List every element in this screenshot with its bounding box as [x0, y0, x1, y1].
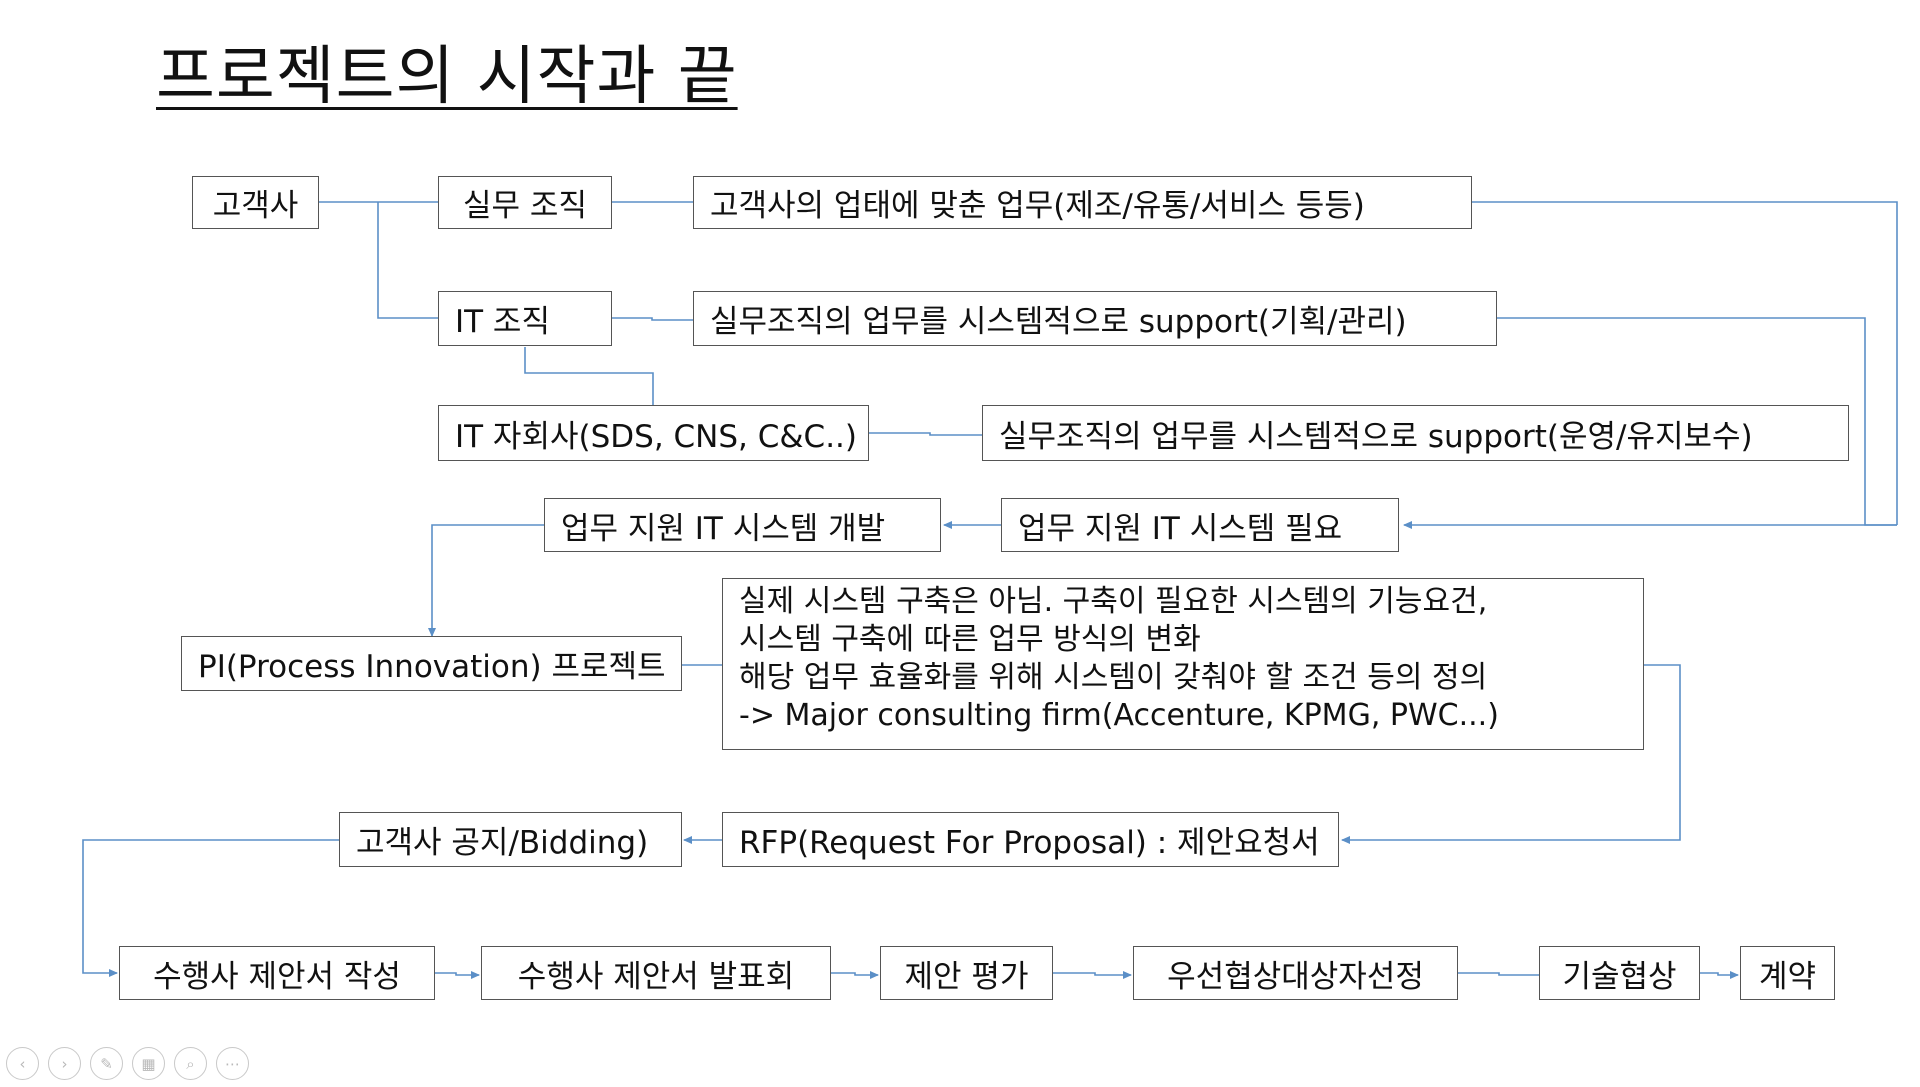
node-business-desc: 고객사의 업태에 맞춘 업무(제조/유통/서비스 등등)	[693, 176, 1472, 229]
node-rfp: RFP(Request For Proposal) : 제안요청서	[722, 812, 1339, 867]
next-icon[interactable]: ›	[48, 1047, 81, 1080]
node-it-subsidiary-desc: 실무조직의 업무를 시스템적으로 support(운영/유지보수)	[982, 405, 1849, 461]
pen-icon[interactable]: ✎	[90, 1047, 123, 1080]
connector-eval-select	[1053, 971, 1132, 979]
prev-icon[interactable]: ‹	[6, 1047, 39, 1080]
node-bidding: 고객사 공지/Bidding)	[339, 812, 682, 867]
node-it-org-desc: 실무조직의 업무를 시스템적으로 support(기획/관리)	[693, 291, 1497, 346]
node-it-subsidiary: IT 자회사(SDS, CNS, C&C..)	[438, 405, 869, 461]
connector-subsidiary-desc	[869, 432, 982, 436]
connector-tech-contract	[1700, 971, 1739, 979]
pi-desc-line: 해당 업무 효율화를 위해 시스템이 갖춰야 할 조건 등의 정의	[739, 660, 1488, 695]
node-evaluation: 제안 평가	[880, 946, 1053, 1000]
connector-business-need	[1472, 201, 1898, 525]
node-it-org: IT 조직	[438, 291, 612, 346]
connector-select-tech	[1458, 972, 1539, 976]
node-develop-system: 업무 지원 IT 시스템 개발	[544, 498, 941, 552]
page-title: 프로젝트의 시작과 끝	[156, 40, 738, 114]
slides-icon[interactable]: ▦	[132, 1047, 165, 1080]
slide-nav-toolbar: ‹ › ✎ ▦ ⌕ ⋯	[6, 1047, 249, 1087]
node-tech-negotiation: 기술협상	[1539, 946, 1700, 1000]
node-business-org: 실무 조직	[438, 176, 612, 229]
pi-desc-line: 시스템 구축에 따른 업무 방식의 변화	[739, 622, 1201, 657]
connector-present-eval	[831, 971, 879, 979]
node-need-system: 업무 지원 IT 시스템 필요	[1001, 498, 1399, 552]
node-pi-project: PI(Process Innovation) 프로젝트	[181, 636, 682, 691]
connector-write-present	[435, 971, 480, 979]
connector-it-desc	[611, 317, 693, 321]
more-icon[interactable]: ⋯	[216, 1047, 249, 1080]
pi-desc-line: -> Major consulting firm(Accenture, KPMG…	[739, 698, 1499, 733]
connector-it-subsidiary	[524, 347, 654, 405]
node-customer: 고객사	[192, 176, 319, 229]
node-pi-description: 실제 시스템 구축은 아님. 구축이 필요한 시스템의 기능요건, 시스템 구축…	[722, 578, 1644, 750]
node-contract: 계약	[1740, 946, 1835, 1000]
connector-develop-pi	[428, 524, 544, 637]
pi-desc-line: 실제 시스템 구축은 아님. 구축이 필요한 시스템의 기능요건,	[739, 584, 1488, 619]
node-write-proposal: 수행사 제안서 작성	[119, 946, 435, 1000]
node-priority-selection: 우선협상대상자선정	[1133, 946, 1458, 1000]
connector-customer-it	[377, 202, 438, 319]
zoom-icon[interactable]: ⌕	[174, 1047, 207, 1080]
node-present-proposal: 수행사 제안서 발표회	[481, 946, 831, 1000]
